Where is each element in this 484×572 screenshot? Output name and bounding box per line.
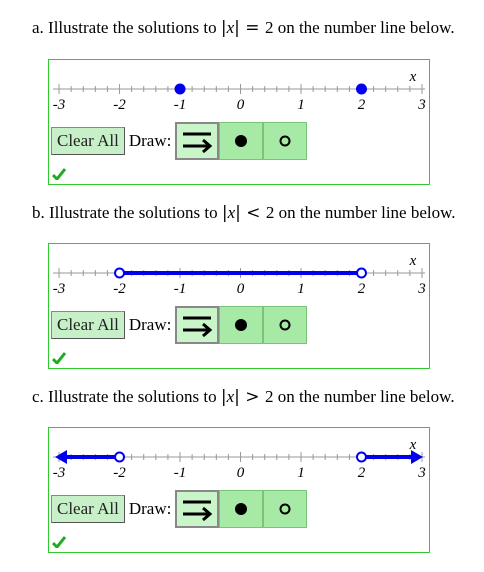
question-c: c. Illustrate the solutions to |x| > 2 o… — [32, 387, 455, 407]
axis-variable-label: x — [409, 69, 417, 85]
abs-bar: | — [234, 18, 240, 38]
question-variable: x — [226, 18, 235, 37]
question-suffix: on the number line below. — [273, 18, 455, 37]
tick-label: 3 — [417, 465, 426, 481]
tick-label: 0 — [237, 281, 245, 297]
clear-all-button[interactable]: Clear All — [51, 127, 125, 155]
toolbar: Clear All Draw: — [51, 122, 308, 160]
tick-label: -2 — [113, 97, 126, 113]
abs-bar: | — [234, 387, 240, 407]
open-point-tool-button[interactable] — [263, 122, 308, 160]
abs-bar: | — [235, 203, 241, 223]
axis-variable-label: x — [409, 437, 417, 453]
question-prefix: a. Illustrate the solutions to — [32, 18, 221, 37]
tick-label: 2 — [358, 281, 366, 297]
ray-icon — [183, 316, 213, 338]
tick-label: -3 — [53, 97, 66, 113]
number-line[interactable]: -3 -2 -1 0 1 2 3x — [49, 60, 429, 120]
open-point — [355, 267, 367, 279]
tick-label: 3 — [417, 97, 426, 113]
open-point — [114, 451, 126, 463]
tick-label: 2 — [358, 465, 366, 481]
tick-label: 1 — [297, 281, 305, 297]
axis-variable-label: x — [409, 253, 417, 269]
toolbar: Clear All Draw: — [51, 306, 308, 344]
number-line[interactable]: -3 -2 -1 0 1 2 3x — [49, 244, 429, 304]
open-dot-icon — [279, 503, 291, 515]
question-b: b. Illustrate the solutions to |x| < 2 o… — [32, 203, 456, 223]
open-point-tool-button[interactable] — [263, 490, 308, 528]
ray-tool-button[interactable] — [175, 122, 220, 160]
draw-label: Draw: — [128, 315, 172, 334]
number-line[interactable]: -3 -2 -1 0 1 2 3x — [49, 428, 429, 488]
question-number: 2 — [264, 387, 274, 406]
abs-bar: | — [220, 18, 227, 38]
question-a: a. Illustrate the solutions to |x| = 2 o… — [32, 18, 455, 38]
draw-label: Draw: — [128, 499, 172, 518]
ray-arrowhead-right — [411, 450, 423, 464]
tick-label: 2 — [358, 97, 366, 113]
open-point — [114, 267, 126, 279]
abs-bar: | — [220, 387, 227, 407]
closed-point-tool-button[interactable] — [219, 122, 264, 160]
checkmark-icon — [52, 352, 66, 364]
question-number: 2 — [265, 203, 275, 222]
closed-point-tool-button[interactable] — [219, 490, 264, 528]
draw-label: Draw: — [128, 131, 172, 150]
checkmark-icon — [52, 168, 66, 180]
clear-all-button[interactable]: Clear All — [51, 495, 125, 523]
closed-dot-icon — [235, 319, 248, 331]
question-prefix: c. Illustrate the solutions to — [32, 387, 221, 406]
question-operator: > — [239, 387, 265, 407]
tick-label: 1 — [297, 97, 305, 113]
ray-icon — [183, 132, 213, 154]
tick-label: -1 — [174, 281, 187, 297]
tick-label: 0 — [237, 97, 245, 113]
closed-dot-icon — [235, 135, 248, 147]
ray-icon — [183, 500, 213, 522]
tick-label: -1 — [174, 97, 187, 113]
ray-tool-button[interactable] — [175, 490, 220, 528]
ray-arrowhead-left — [55, 450, 67, 464]
closed-point — [174, 83, 186, 95]
toolbar: Clear All Draw: — [51, 490, 308, 528]
tick-label: 1 — [297, 465, 305, 481]
open-point — [355, 451, 367, 463]
open-dot-icon — [279, 319, 291, 331]
question-variable: x — [227, 203, 236, 222]
question-suffix: on the number line below. — [274, 203, 456, 222]
tick-label: -3 — [53, 465, 66, 481]
question-number: 2 — [264, 18, 274, 37]
closed-point — [355, 83, 367, 95]
tick-label: 0 — [237, 465, 245, 481]
open-point-tool-button[interactable] — [263, 306, 308, 344]
abs-bar: | — [221, 203, 228, 223]
clear-all-button[interactable]: Clear All — [51, 311, 125, 339]
tick-label: -2 — [113, 465, 126, 481]
tick-label: -2 — [113, 281, 126, 297]
question-operator: < — [240, 203, 266, 223]
question-variable: x — [226, 387, 235, 406]
question-prefix: b. Illustrate the solutions to — [32, 203, 222, 222]
question-suffix: on the number line below. — [273, 387, 455, 406]
closed-point-tool-button[interactable] — [219, 306, 264, 344]
tick-label: -1 — [174, 465, 187, 481]
tick-label: 3 — [417, 281, 426, 297]
open-dot-icon — [279, 135, 291, 147]
tick-label: -3 — [53, 281, 66, 297]
ray-tool-button[interactable] — [175, 306, 220, 344]
closed-dot-icon — [235, 503, 248, 515]
question-operator: = — [239, 18, 265, 38]
checkmark-icon — [52, 536, 66, 548]
